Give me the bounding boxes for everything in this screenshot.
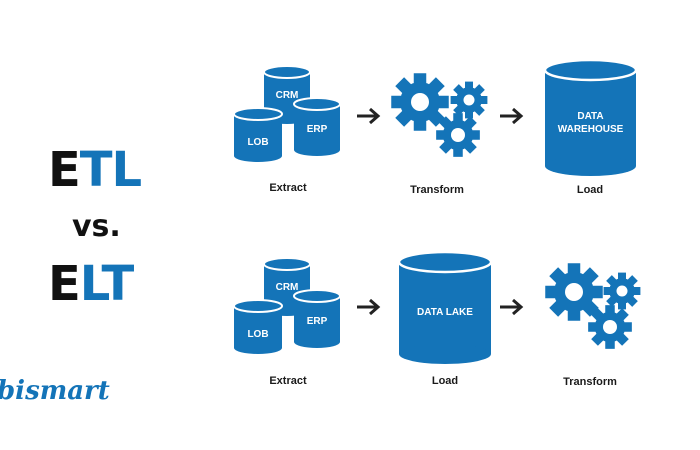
etl-arrow-2-icon (500, 107, 524, 125)
data-lake-icon: DATA LAKE (397, 250, 493, 364)
elt-extract-label: Extract (269, 375, 307, 387)
elt-title-letters-lt: LT (79, 256, 134, 312)
data-warehouse-label-line1: DATA (577, 111, 603, 122)
elt-load-label: Load (432, 375, 458, 387)
data-lake-label: DATA LAKE (417, 307, 473, 318)
data-warehouse-icon: DATA WAREHOUSE (543, 58, 638, 176)
etl-load-label: Load (577, 184, 603, 196)
vs-label: vs. (72, 209, 121, 244)
etl-source-lob: LOB (247, 137, 268, 148)
logo-suffix: smart (25, 376, 110, 406)
elt-source-erp: ERP (307, 316, 328, 327)
erp-database-icon: ERP (293, 289, 341, 348)
etl-transform-label: Transform (410, 184, 464, 196)
elt-transform-label: Transform (563, 376, 617, 388)
elt-title-letter-e: E (48, 256, 81, 312)
etl-title-letters-tl: TL (79, 142, 142, 198)
elt-source-lob: LOB (247, 329, 268, 340)
logo-prefix: bi (0, 376, 26, 406)
elt-arrow-2-icon (500, 298, 524, 316)
lob-database-icon: LOB (233, 299, 283, 354)
lob-database-icon: LOB (233, 107, 283, 162)
elt-arrow-1-icon (357, 298, 381, 316)
erp-database-icon: ERP (293, 97, 341, 156)
data-warehouse-label-line2: WAREHOUSE (558, 124, 624, 135)
elt-gears-icon (545, 263, 641, 349)
etl-source-erp: ERP (307, 124, 328, 135)
elt-title: ELT (48, 260, 134, 308)
elt-extract-sources: CRM LOB ERP (233, 257, 341, 354)
etl-extract-label: Extract (269, 182, 307, 194)
etl-source-crm: CRM (276, 90, 299, 101)
etl-gears-icon (391, 73, 488, 157)
etl-title-letter-e: E (48, 142, 81, 198)
bismart-logo: bismart (0, 378, 110, 404)
etl-extract-sources: CRM LOB ERP (233, 65, 341, 162)
etl-arrow-1-icon (357, 107, 381, 125)
elt-source-crm: CRM (276, 282, 299, 293)
etl-title: ETL (48, 146, 142, 194)
